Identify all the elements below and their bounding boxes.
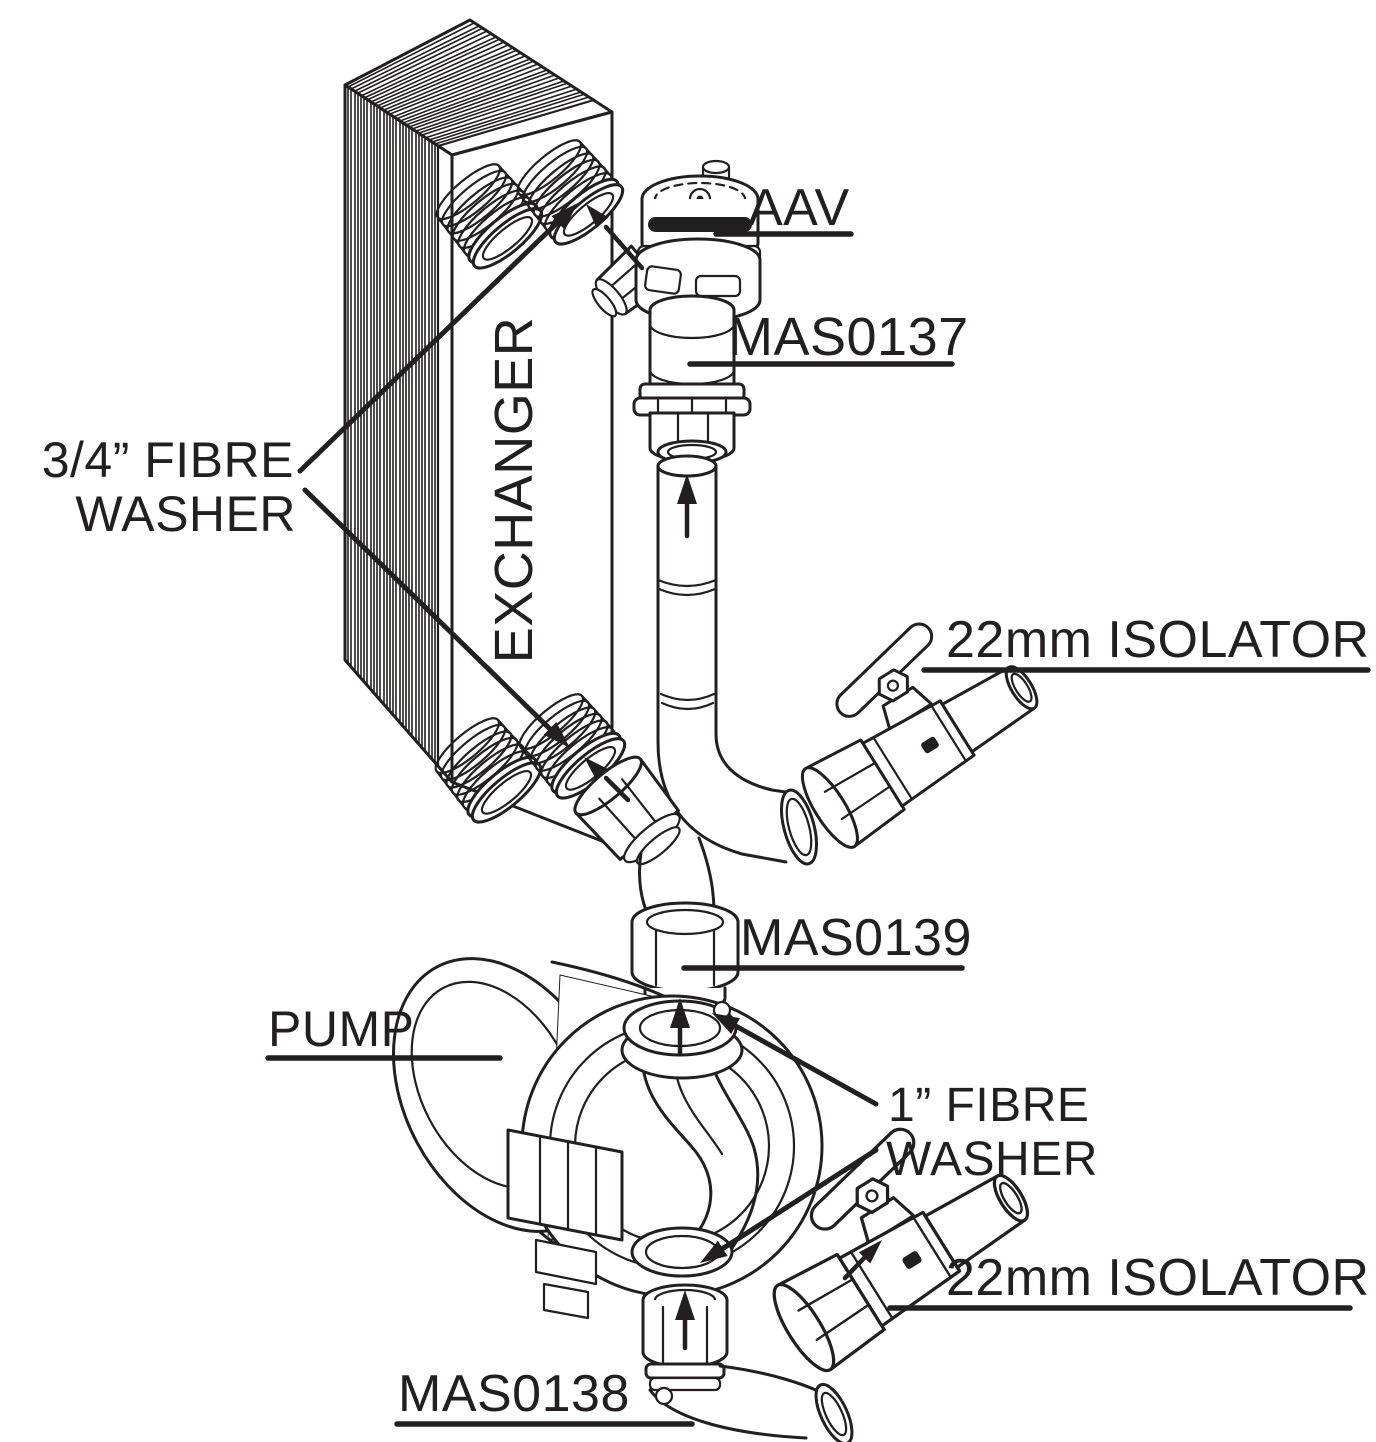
label-fibre-washer-1-line1: 1” FIBRE	[888, 1079, 1089, 1132]
label-fibre-washer-1-line2: WASHER	[886, 1133, 1098, 1186]
label-pump: PUMP	[268, 1001, 414, 1057]
leader-lines	[265, 203, 1371, 1427]
pipe-top-opening	[656, 454, 718, 478]
pipe-end-opening	[779, 788, 819, 866]
pump-connector	[534, 1238, 598, 1286]
label-isolator-bottom: 22mm ISOLATOR	[946, 1249, 1370, 1307]
exchanger-plate-hatch-side	[347, 86, 436, 764]
label-exchanger: EXCHANGER	[484, 317, 544, 664]
heat-exchanger	[343, 18, 634, 847]
arrow-to-bottom-isolator	[842, 1253, 869, 1281]
arrow-tail-to-port	[603, 224, 645, 271]
label-mas0139: MAS0139	[740, 909, 972, 967]
aav-mas0137-assembly	[591, 159, 762, 465]
leader-fibre34-top	[297, 219, 561, 474]
leader-fibre34-bottom	[302, 487, 555, 734]
exchanger-plate-hatch-top	[347, 22, 590, 145]
pipe-22mm	[656, 454, 819, 866]
arrow-elbow-to-port	[603, 775, 631, 803]
assembly-arrows	[584, 204, 882, 1351]
exchanger-endplate-seam	[436, 98, 596, 768]
leader-fibre1-top	[731, 1022, 879, 1107]
label-mas0137: MAS0137	[728, 307, 969, 367]
pump-assembly	[392, 957, 824, 1320]
elbow-union-nut	[573, 755, 681, 866]
label-isolator-top: 22mm ISOLATOR	[946, 611, 1370, 669]
label-fibre-washer-34-line2: WASHER	[75, 486, 296, 542]
pump-terminal-box	[506, 1128, 624, 1242]
label-mas0138: MAS0138	[398, 1365, 630, 1423]
labels: AAV MAS0137 3/4” FIBRE WASHER EXCHANGER …	[42, 179, 1370, 1423]
label-fibre-washer-34-line1: 3/4” FIBRE	[42, 432, 294, 488]
mas0138-body-ring	[644, 1362, 726, 1380]
elbow-mas0139-assembly	[573, 755, 740, 1013]
leader-fibre1-bottom	[719, 1147, 879, 1252]
label-aav: AAV	[748, 179, 850, 237]
pump-internal-passage	[640, 1028, 713, 1252]
mas0138-drain-hole	[654, 1386, 674, 1406]
